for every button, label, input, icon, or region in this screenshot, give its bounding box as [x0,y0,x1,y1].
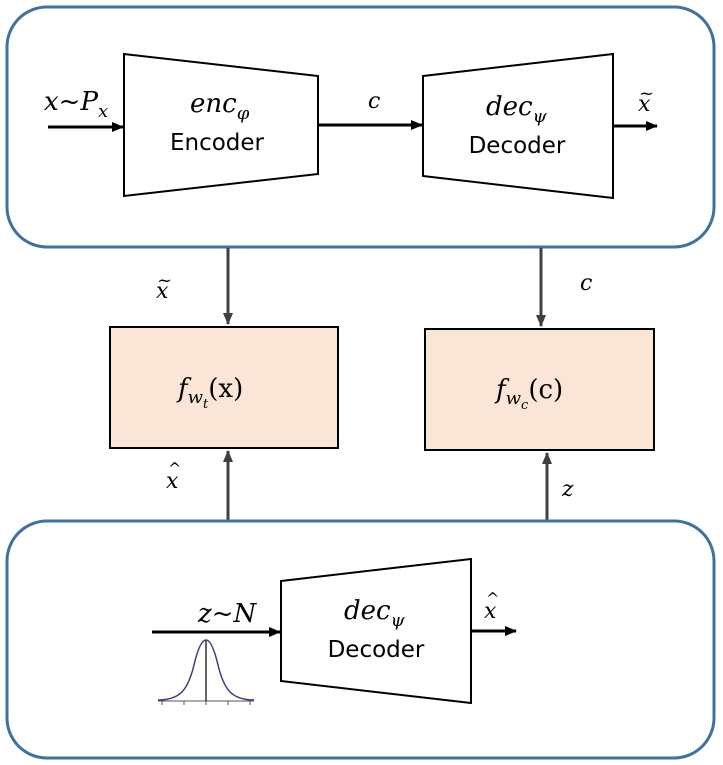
svg-text:x: x [484,599,497,624]
discriminator-c-label: fwc(c) [494,375,563,413]
generated-label: x ^ [166,459,181,494]
svg-text:~: ~ [157,270,172,291]
generator-decoder-label: Decoder [328,637,425,663]
noise-label: z [561,477,574,502]
svg-text:x: x [638,92,651,117]
decoder-label: Decoder [469,133,566,159]
svg-text:x: x [156,279,169,304]
generator-output-label: x ^ [484,589,499,624]
encoder-function: encφ [190,89,250,124]
decoder-block [422,52,614,200]
code-label: c [368,89,380,114]
svg-text:~: ~ [639,83,654,104]
output-label: x ~ [638,83,654,117]
gaussian-distribution-icon [157,639,255,705]
code-label-middle: c [580,271,592,296]
input-label: x~Px [44,87,108,122]
reconstruction-label: x ~ [156,270,172,304]
svg-text:^: ^ [168,459,181,478]
svg-text:^: ^ [486,589,499,608]
svg-text:x: x [166,469,179,494]
noise-input-label: z~N [197,599,258,629]
decoder-function: decψ [486,92,548,127]
discriminator-t-label: fwt(x) [176,374,243,412]
discriminator-c-box [424,328,655,451]
encoder-block [123,52,319,198]
generator-decoder-block [280,557,472,705]
encoder-label: Encoder [170,130,265,156]
discriminator-t-box [109,326,339,449]
generator-decoder-function: decψ [344,596,406,631]
